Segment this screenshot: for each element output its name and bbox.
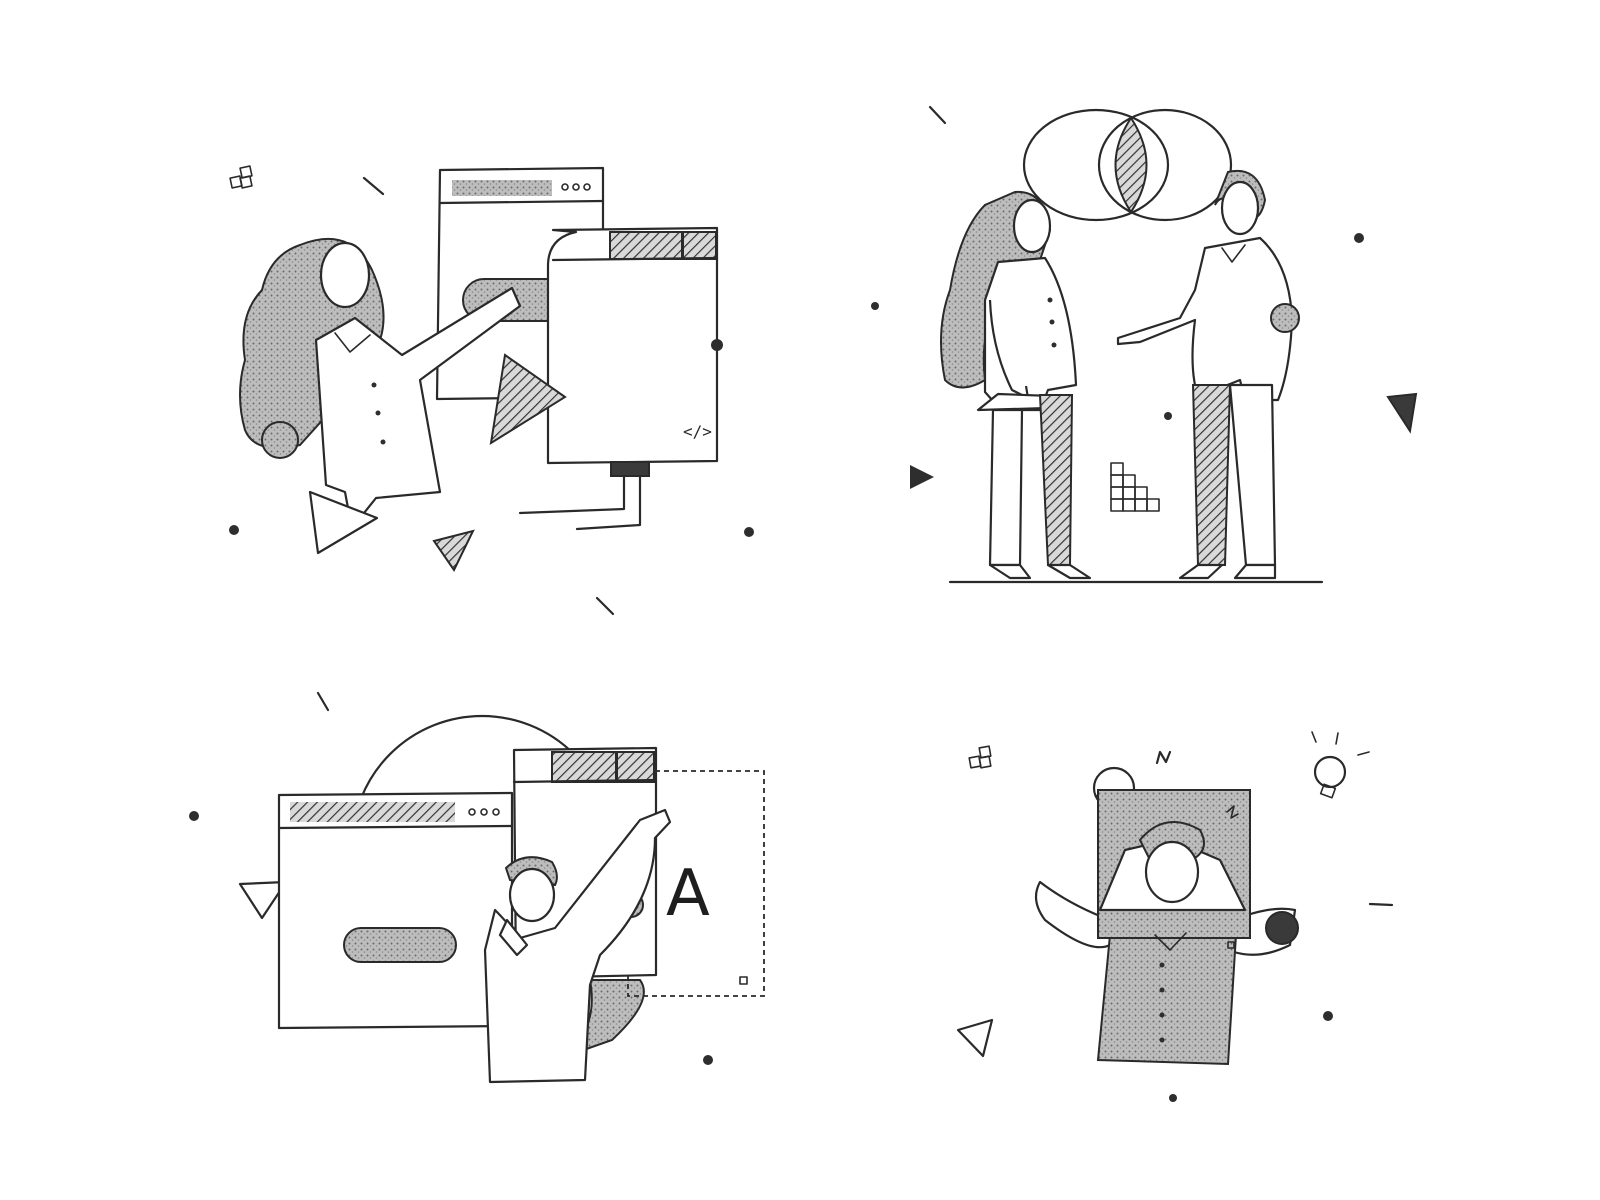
dash-mark <box>928 105 947 125</box>
block-icon <box>229 165 253 189</box>
connector-plug <box>610 461 650 477</box>
triangle-shape <box>910 465 934 489</box>
dot-mark <box>1354 233 1364 243</box>
panel-bottom-left: A <box>189 691 765 1084</box>
dot-mark <box>189 811 199 821</box>
dash-mark <box>362 176 385 196</box>
browser-window-front: </> <box>518 226 723 531</box>
stressed-person-figure <box>1034 789 1299 1066</box>
dash-mark <box>1368 902 1394 907</box>
dot-mark <box>1164 412 1172 420</box>
button-pill <box>343 927 457 963</box>
triangle-shape <box>489 353 567 446</box>
code-icon: </> <box>683 422 712 441</box>
triangle-shape <box>956 1018 994 1058</box>
triangle-shape <box>238 880 288 920</box>
dot-mark <box>703 1055 713 1065</box>
panel-bottom-right <box>956 731 1394 1102</box>
dash-mark <box>595 596 615 616</box>
man-arms-raised-figure <box>483 808 672 1084</box>
panel-top-left: </> <box>229 165 754 616</box>
letter-glyph: A <box>666 857 710 931</box>
lightning-icon <box>1155 750 1172 765</box>
dot-mark <box>871 302 879 310</box>
lightbulb-icon <box>1311 731 1370 799</box>
block-stairs-icon <box>1110 462 1160 512</box>
man-pointing-figure <box>1116 169 1300 580</box>
block-icon <box>968 745 992 769</box>
venn-diagram <box>1022 108 1233 222</box>
woman-standing-figure <box>940 190 1092 580</box>
dot-mark <box>229 525 239 535</box>
triangle-shape <box>432 529 475 572</box>
browser-window-wide <box>277 791 514 1030</box>
dashed-card: A <box>627 770 765 997</box>
woman-pointing-figure <box>239 237 522 555</box>
dot-mark <box>1323 1011 1333 1021</box>
panel-top-right <box>871 105 1418 584</box>
dot-mark <box>1169 1094 1177 1102</box>
dot-mark <box>744 527 754 537</box>
dash-mark <box>316 691 330 712</box>
triangle-shape <box>1386 392 1418 434</box>
